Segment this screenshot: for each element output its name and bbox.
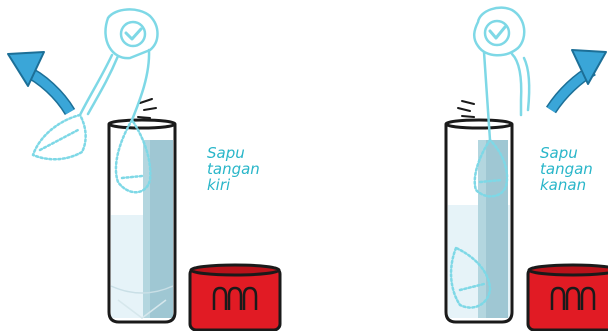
left-panel: [7, 8, 282, 331]
label-right-hand: Sapu tangan kanan: [540, 145, 593, 193]
label-right-line-2: tangan: [540, 160, 593, 178]
label-left-hand: Sapu tangan kiri: [207, 145, 260, 193]
label-left-line-2: tangan: [207, 160, 260, 178]
label-left-line-1: Sapu: [207, 144, 245, 162]
label-right-line-3: kanan: [540, 176, 587, 194]
flick-lines-icon: [457, 100, 475, 118]
right-curved-arrow-icon: [545, 49, 607, 114]
left-red-cap: [188, 263, 282, 331]
flick-lines-icon: [137, 98, 157, 119]
right-panel: [444, 6, 608, 331]
label-right-line-1: Sapu: [540, 144, 578, 162]
label-left-line-3: kiri: [207, 176, 231, 194]
right-swab: [449, 6, 531, 309]
left-curved-arrow-icon: [7, 51, 76, 116]
left-test-tube: [107, 118, 177, 324]
left-swab: [31, 8, 159, 194]
right-test-tube: [444, 118, 514, 324]
right-red-cap: [526, 263, 608, 331]
